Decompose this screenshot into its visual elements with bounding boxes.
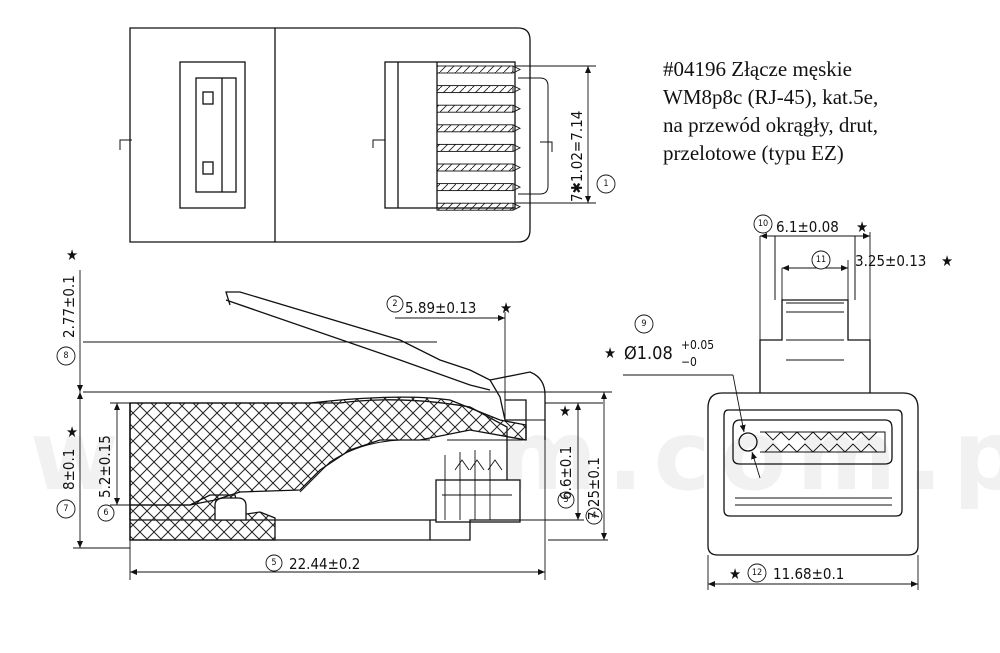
callout-7-number: 7: [63, 504, 68, 514]
contact-blade: [436, 143, 514, 152]
callout-7-bubble: [56, 499, 76, 519]
dim-6-text: 5.2±0.15: [96, 435, 114, 498]
title-line-1: #04196 Złącze męskie: [663, 57, 852, 81]
star-dim-8: ★: [66, 246, 78, 264]
callout-1-bubble: [596, 174, 616, 194]
callout-3-number: 3: [563, 495, 568, 505]
star-dim-9: ★: [604, 344, 616, 362]
contact-tip: [512, 183, 522, 192]
callout-9-bubble: [634, 314, 654, 334]
contact-blade: [436, 124, 514, 133]
contact-tip: [512, 143, 522, 152]
dim-9-tol-minus: −0: [681, 355, 697, 369]
dim-10-text: 6.1±0.08: [776, 218, 839, 236]
dim-1-text: 7✱1.02=7.14: [568, 111, 586, 202]
star-dim-12: ★: [729, 565, 741, 583]
dim-12-text: 11.68±0.1: [773, 565, 844, 583]
title-line-2: WM8p8c (RJ-45), kat.5e,: [663, 85, 879, 109]
callout-2-number: 2: [392, 299, 397, 309]
dim-3-text: 6.6±0.1: [557, 446, 575, 500]
title-line-3: na przewód okrągły, drut,: [663, 113, 878, 137]
side-view: [73, 270, 612, 580]
contact-blade: [436, 85, 514, 94]
callout-11-bubble: [811, 250, 831, 270]
contact-blades: [436, 65, 522, 211]
dim-4-text: 7.25±0.1: [585, 457, 603, 520]
callout-10-bubble: [753, 214, 773, 234]
title-block: #04196 Złącze męskie WM8p8c (RJ-45), kat…: [663, 55, 993, 167]
contact-tip: [512, 202, 522, 211]
contact-tip: [512, 124, 522, 133]
dim-9-tol-plus: +0.05: [681, 338, 714, 352]
callout-10-number: 10: [758, 219, 768, 229]
star-dim-2: ★: [500, 299, 512, 317]
contact-blade: [436, 183, 514, 192]
star-dim-10: ★: [856, 218, 868, 236]
callout-11-number: 11: [816, 255, 826, 265]
callout-4-number: 4: [591, 511, 596, 521]
contact-tip: [512, 65, 522, 74]
star-dim-3: ★: [559, 402, 571, 420]
contact-blade: [436, 65, 514, 74]
callout-1-number: 1: [603, 179, 608, 189]
dim-8-text: 2.77±0.1: [60, 275, 78, 338]
callout-12-bubble: [747, 563, 767, 583]
dim-2-text: 5.89±0.13: [405, 299, 476, 317]
callout-12-number: 12: [752, 568, 762, 578]
callout-3-bubble: [557, 491, 575, 509]
callout-5-number: 5: [271, 558, 276, 568]
contact-blade: [436, 202, 514, 211]
callout-4-bubble: [585, 507, 603, 525]
callout-6-bubble: [97, 504, 115, 522]
contact-blade: [436, 163, 514, 172]
dim-9-text: Ø1.08: [624, 343, 673, 364]
star-dim-7: ★: [66, 423, 78, 441]
contact-tip: [512, 163, 522, 172]
dim-5-text: 22.44±0.2: [289, 555, 360, 573]
front-view: [623, 232, 919, 590]
callout-8-bubble: [56, 346, 76, 366]
callout-5-bubble: [265, 554, 283, 572]
dim-7-text: 8±0.1: [60, 449, 78, 490]
contact-blade: [436, 104, 514, 113]
callout-9-number: 9: [641, 319, 646, 329]
star-dim-11: ★: [941, 252, 953, 270]
dim-11-text: 3.25±0.13: [855, 252, 926, 270]
top-view: [119, 27, 596, 243]
callout-2-bubble: [386, 295, 404, 313]
title-line-4: przelotowe (typu EZ): [663, 141, 844, 165]
callout-6-number: 6: [103, 508, 108, 518]
callout-8-number: 8: [63, 351, 68, 361]
contact-tip: [512, 104, 522, 113]
contact-tip: [512, 85, 522, 94]
